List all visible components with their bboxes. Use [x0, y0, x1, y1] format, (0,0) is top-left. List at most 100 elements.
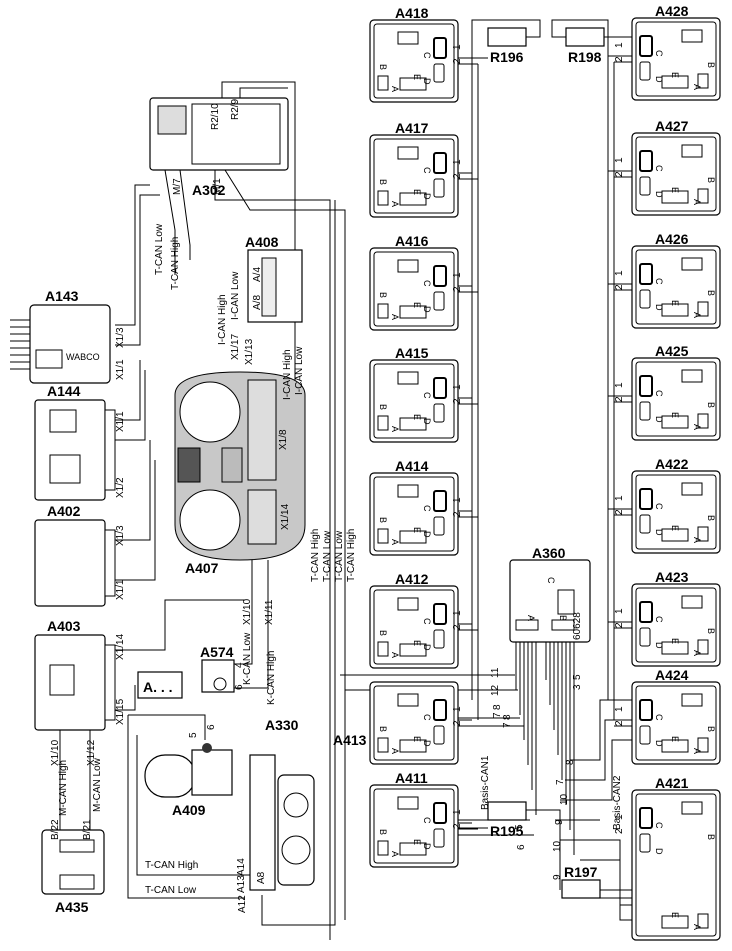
wire-label: T-CAN High	[145, 860, 198, 871]
module-inner	[635, 361, 717, 437]
module-window	[397, 796, 419, 810]
label-a417: A417	[395, 120, 429, 136]
connector-letter-e: E	[670, 912, 680, 918]
connector-a-icon	[697, 73, 709, 89]
label-a402: A402	[47, 503, 81, 519]
wire-label: I-CAN Low	[230, 271, 241, 320]
connector-e-icon	[399, 842, 427, 856]
label-a428: A428	[655, 3, 689, 19]
module-window	[397, 371, 419, 385]
connector-letter-d: D	[422, 740, 432, 747]
wire-label: 6	[516, 844, 527, 850]
pin-1: 1	[614, 495, 625, 501]
connector-d-icon	[433, 629, 445, 649]
module-inner	[635, 21, 717, 97]
module-window	[681, 801, 703, 815]
connector-letter-c: C	[654, 714, 664, 721]
connector-letter-d: D	[654, 529, 664, 536]
connector-letter-a: A	[692, 84, 702, 90]
wire-label: R2/9	[230, 98, 241, 120]
module-window	[681, 595, 703, 609]
connector-d-icon	[639, 176, 651, 196]
resistor-r197	[561, 879, 601, 899]
resistor-r196	[487, 27, 527, 47]
label-a414: A414	[395, 458, 429, 474]
module-inner	[635, 249, 717, 325]
pin-2: 2	[452, 823, 463, 829]
module-window	[397, 484, 419, 498]
pin-2: 2	[452, 398, 463, 404]
wire-label: B/21	[82, 819, 93, 840]
label-a435: A435	[55, 899, 89, 915]
connector-c-icon	[433, 490, 447, 512]
wire-a411	[458, 822, 478, 830]
label-r196: R196	[490, 49, 524, 65]
connector-letter-d: D	[422, 193, 432, 200]
connector-c-icon	[639, 150, 653, 172]
a144-connector	[104, 409, 116, 491]
connector-letter-d: D	[654, 76, 664, 83]
wire-label: 3	[572, 684, 583, 690]
bus-right	[607, 56, 615, 720]
wire-a427	[608, 170, 632, 178]
a302-m-wires	[214, 169, 346, 940]
module-window	[397, 31, 419, 45]
connector-c-icon	[639, 807, 653, 829]
connector-letter-c: C	[422, 167, 432, 174]
connector-e-icon	[661, 75, 689, 89]
wire-label: 9	[552, 874, 563, 880]
connector-letter-d: D	[654, 304, 664, 311]
pin-1: 1	[452, 610, 463, 616]
module-inner	[635, 587, 717, 663]
a409-valve	[191, 749, 233, 796]
wire-label: 7	[492, 712, 503, 718]
wire-label: K-CAN Low	[242, 632, 253, 685]
a435-panel2	[59, 874, 95, 890]
pin-2: 2	[614, 509, 625, 515]
pin-2: 2	[452, 286, 463, 292]
cluster-display-2	[221, 447, 243, 483]
connector-letter-e: E	[412, 527, 422, 533]
a302-display	[157, 105, 187, 135]
wire-label: X1/17	[230, 333, 241, 360]
a402-body	[34, 519, 106, 607]
a409-tank	[144, 754, 196, 798]
connector-d-icon	[433, 63, 445, 83]
connector-a-icon	[377, 190, 389, 206]
wire-label: M-CAN Low	[92, 757, 103, 812]
connector-letter-d: D	[422, 531, 432, 538]
label-a407: A407	[185, 560, 219, 576]
module-window	[681, 144, 703, 158]
label-a423: A423	[655, 569, 689, 585]
connector-d-icon	[639, 514, 651, 534]
wire-label: K-CAN High	[266, 651, 277, 705]
a330-wires	[127, 200, 336, 926]
a360-letter-b: B	[558, 615, 568, 621]
a435-panel	[59, 839, 95, 853]
connector-e-icon	[399, 643, 427, 657]
pin-2: 2	[614, 828, 625, 834]
connector-letter-c: C	[422, 280, 432, 287]
module-window	[681, 29, 703, 43]
module-window	[397, 597, 419, 611]
wire-label: 60628	[572, 612, 583, 640]
connector-letter-b: B	[706, 515, 716, 521]
connector-e-icon	[661, 915, 689, 929]
label-a426: A426	[655, 231, 689, 247]
label-r198: R198	[568, 49, 602, 65]
connector-letter-d: D	[654, 416, 664, 423]
connector-letter-b: B	[378, 517, 388, 523]
connector-a-icon	[697, 301, 709, 317]
a574-knob	[213, 677, 227, 691]
wire-label: 12	[490, 684, 501, 696]
label-a403: A403	[47, 618, 81, 634]
label-a416: A416	[395, 233, 429, 249]
connector-letter-a: A	[390, 539, 400, 545]
connector-a-icon	[697, 913, 709, 929]
